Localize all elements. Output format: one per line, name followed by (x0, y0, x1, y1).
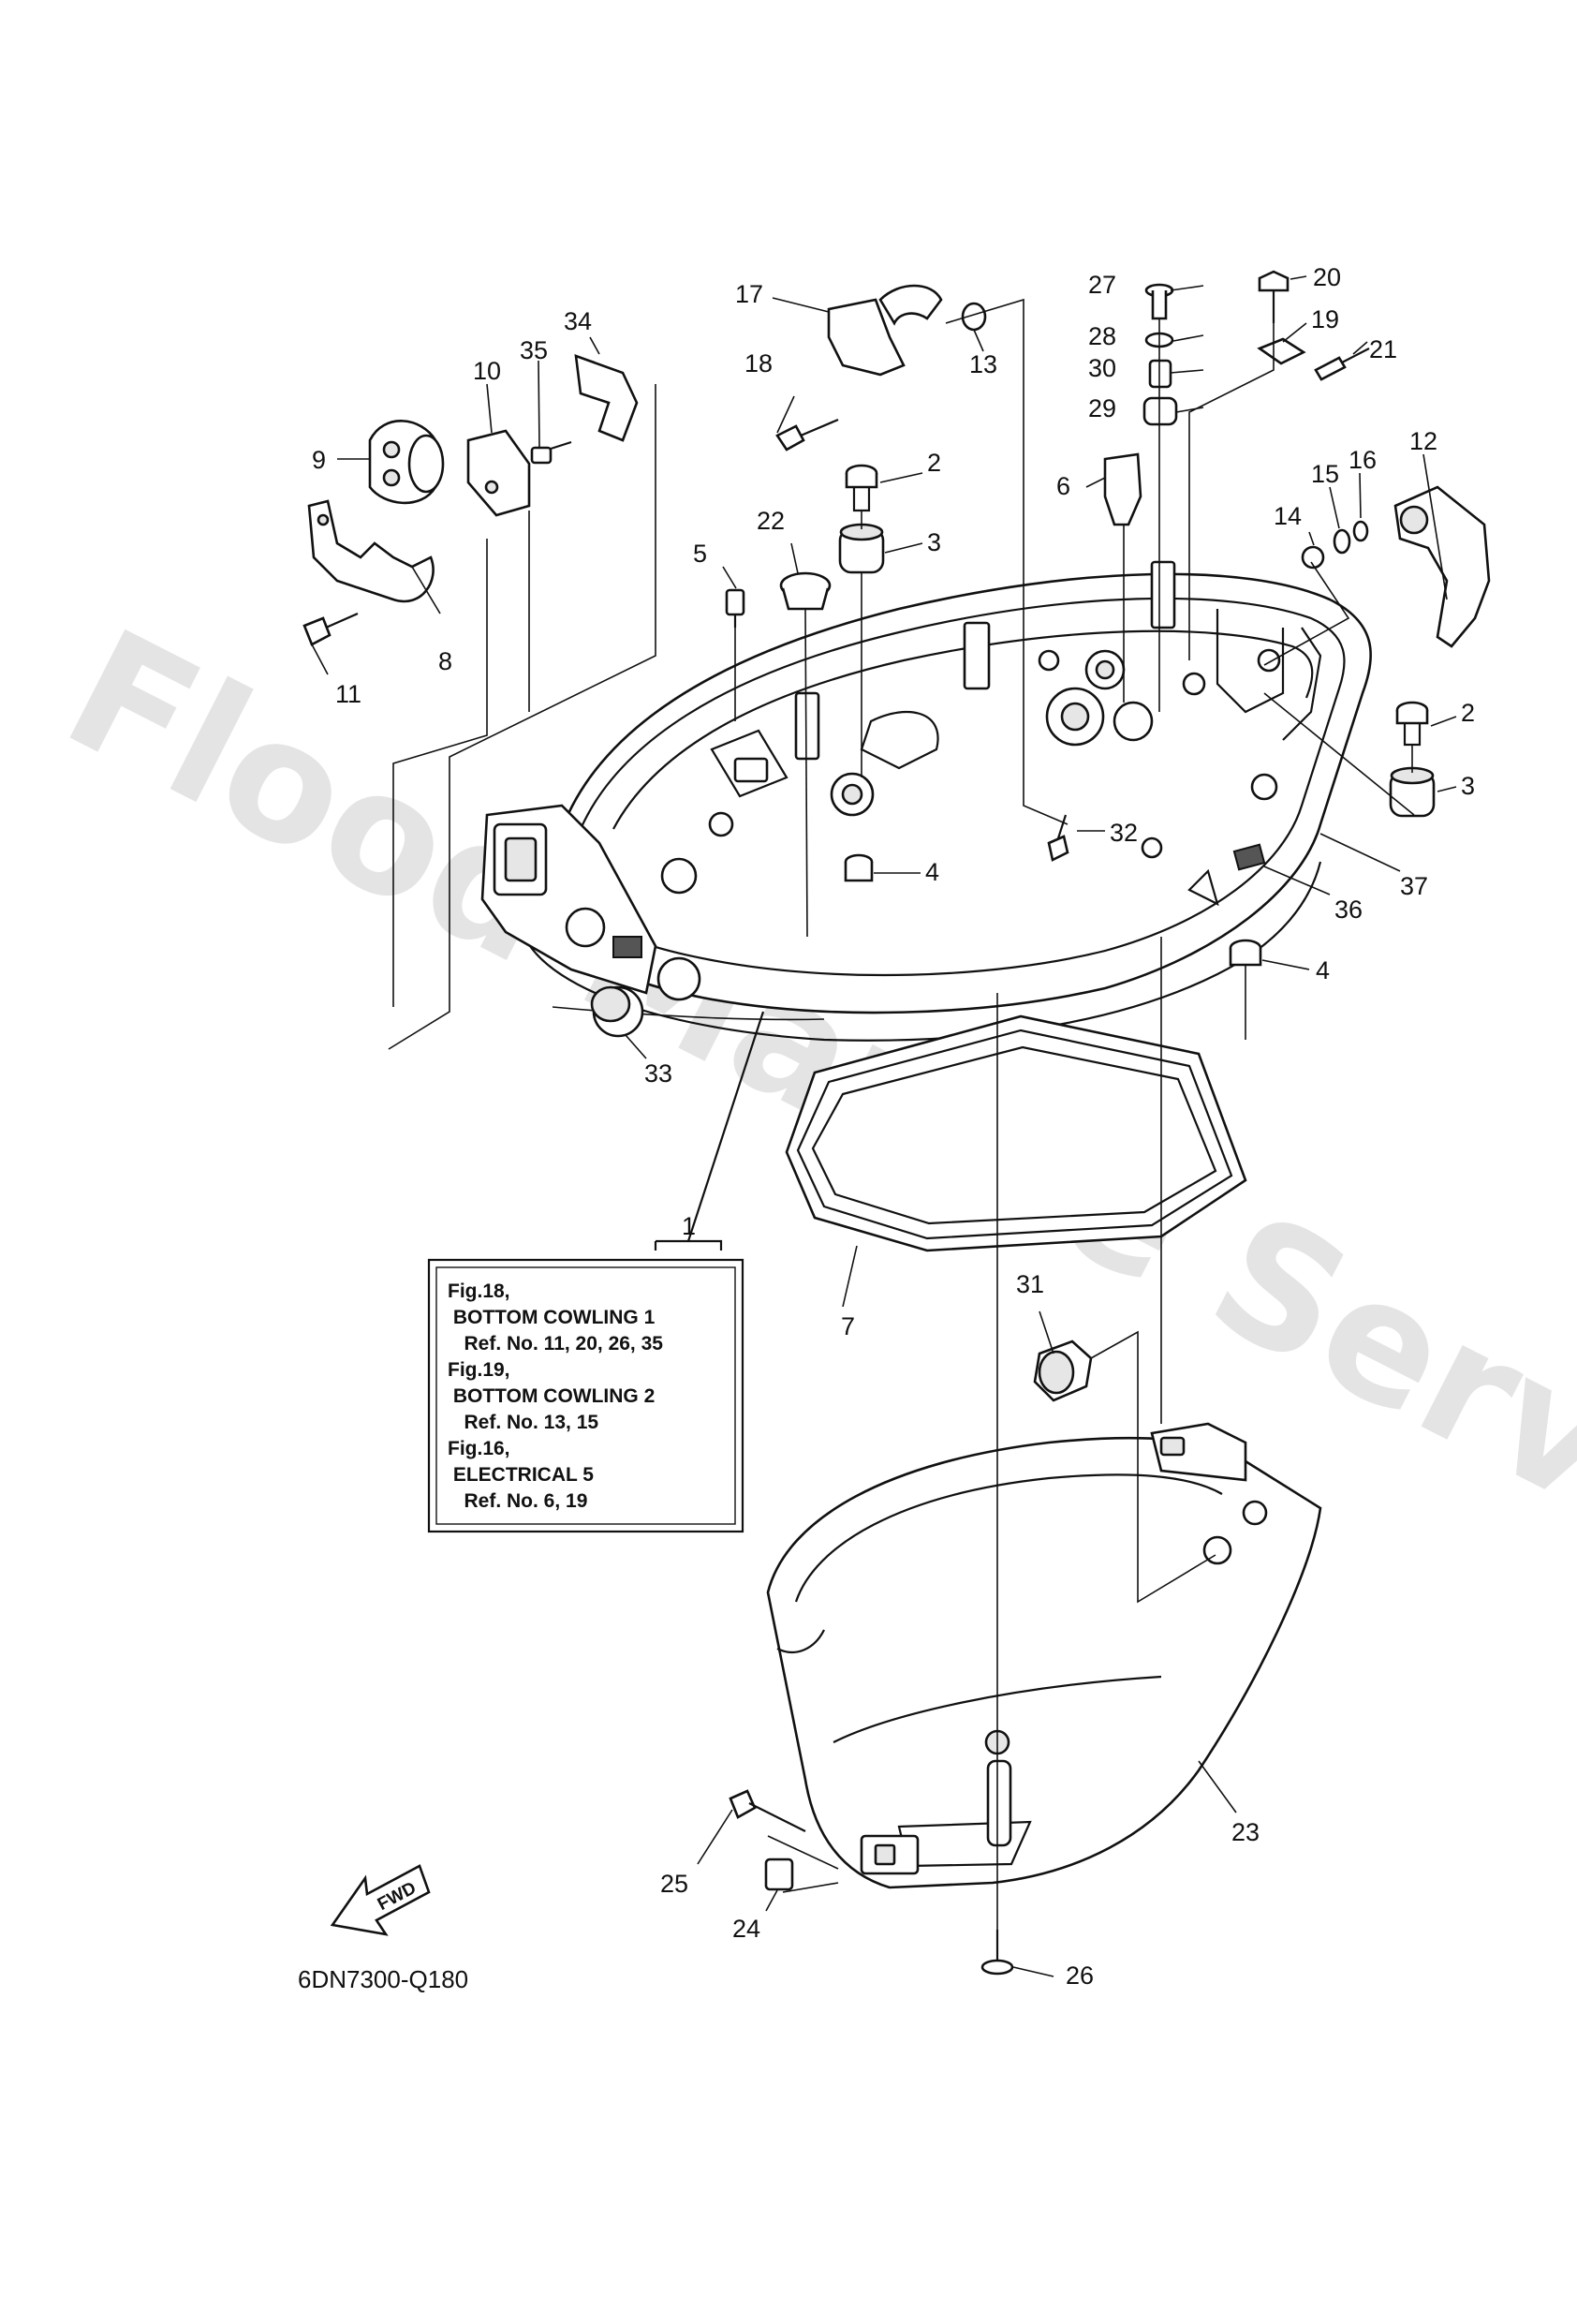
part-33-plug (590, 985, 644, 1038)
part-17-holder (827, 284, 943, 377)
main-label-bracket (656, 1239, 723, 1251)
note-line: Ref. No. 11, 20, 26, 35 (448, 1333, 663, 1354)
part-10-plate (466, 429, 531, 517)
part-18-bolt (775, 418, 839, 451)
callout-25: 25 (660, 1870, 688, 1898)
callout-30: 30 (1088, 354, 1116, 382)
callout-2: 2 (927, 449, 941, 477)
part-26-screw (980, 1930, 1014, 1976)
callout-3: 3 (1461, 772, 1475, 800)
callout-19: 19 (1311, 305, 1339, 333)
part-32-bolt (1047, 814, 1069, 862)
callout-4: 4 (925, 858, 939, 886)
part-8-bracket (307, 499, 435, 603)
part-16-ring (1352, 520, 1369, 542)
callout-24: 24 (732, 1915, 760, 1943)
part-27-bolt (1144, 283, 1174, 320)
callout-28: 28 (1088, 322, 1116, 350)
part-22-plug (779, 571, 832, 611)
part-14-nut (1301, 545, 1325, 570)
callout-4: 4 (1316, 956, 1330, 984)
part-25-bolt (729, 1789, 806, 1832)
callout-2: 2 (1461, 699, 1475, 727)
note-line: Ref. No. 6, 19 (448, 1490, 587, 1512)
reference-note-box: Fig.18, BOTTOM COWLING 1 Ref. No. 11, 20… (427, 1258, 744, 1533)
part-11-bolt (302, 612, 359, 646)
note-line: ELECTRICAL 5 (448, 1464, 594, 1486)
callout-13: 13 (969, 350, 997, 378)
callout-16: 16 (1349, 446, 1377, 474)
callout-10: 10 (473, 357, 501, 385)
part-21-pin (1314, 348, 1370, 381)
callout-18: 18 (744, 349, 773, 377)
part-4-collar-inner (844, 853, 874, 882)
part-6-sensor (1103, 452, 1142, 526)
callout-34: 34 (564, 307, 592, 335)
callout-leaders (311, 275, 1457, 1977)
part-9-bracket (368, 420, 445, 505)
part-29-grommet (1142, 396, 1178, 426)
leader-main (686, 1011, 765, 1242)
part-4-collar-outer (1229, 939, 1262, 967)
callout-8: 8 (438, 647, 452, 675)
part-5-bolt (725, 588, 745, 628)
callout-6: 6 (1056, 472, 1070, 500)
callout-7: 7 (841, 1312, 855, 1340)
part-3-grommet-right (1389, 766, 1436, 818)
callout-12: 12 (1409, 427, 1437, 455)
part-2-screw-top (845, 464, 878, 512)
gasket (785, 1014, 1247, 1252)
callout-9: 9 (312, 446, 326, 474)
bottom-cowling-main (480, 560, 1373, 1042)
callout-31: 31 (1016, 1270, 1044, 1298)
callout-21: 21 (1369, 335, 1397, 363)
note-line: Fig.16, (448, 1438, 510, 1459)
callout-32: 32 (1110, 819, 1138, 847)
callout-33: 33 (644, 1059, 672, 1088)
callout-23: 23 (1231, 1818, 1260, 1846)
callout-5: 5 (693, 540, 707, 568)
part-19-plate (1257, 337, 1306, 365)
part-31-grommet (1033, 1340, 1093, 1402)
callout-37: 37 (1400, 872, 1428, 900)
part-2-screw-right (1395, 701, 1429, 747)
part-24-clip (764, 1858, 794, 1891)
part-34-clip (574, 354, 639, 442)
callout-3: 3 (927, 528, 941, 556)
note-line: BOTTOM COWLING 2 (448, 1385, 655, 1407)
callout-20: 20 (1313, 263, 1341, 291)
part-15-washer (1333, 528, 1351, 555)
note-line: Fig.18, (448, 1280, 510, 1302)
forward-arrow-icon: FWD (330, 1864, 431, 1936)
note-line: BOTTOM COWLING 1 (448, 1307, 656, 1328)
callout-22: 22 (757, 507, 785, 535)
note-line: Fig.19, (448, 1359, 510, 1381)
callout-29: 29 (1088, 394, 1116, 422)
callout-27: 27 (1088, 271, 1116, 299)
callout-35: 35 (520, 336, 548, 364)
callout-15: 15 (1311, 460, 1339, 488)
part-20-bolt (1258, 270, 1290, 323)
part-35-screw (530, 440, 572, 465)
part-3-grommet-top (838, 523, 885, 574)
diagram-code: 6DN7300-Q180 (298, 1965, 468, 1993)
callout-numbers: 2 2 3 3 4 4 5 6 7 8 9 10 11 12 13 14 15 … (312, 263, 1475, 1990)
main-part-number: 1 (682, 1212, 696, 1240)
assembly-lines (388, 298, 1415, 1930)
callout-11: 11 (335, 680, 361, 708)
part-30-collar (1148, 359, 1172, 389)
note-line: Ref. No. 13, 15 (448, 1412, 598, 1433)
callout-14: 14 (1274, 502, 1302, 530)
callout-26: 26 (1066, 1961, 1094, 1990)
callout-17: 17 (735, 280, 763, 308)
callout-36: 36 (1334, 896, 1363, 924)
lower-cover (766, 1422, 1322, 1889)
